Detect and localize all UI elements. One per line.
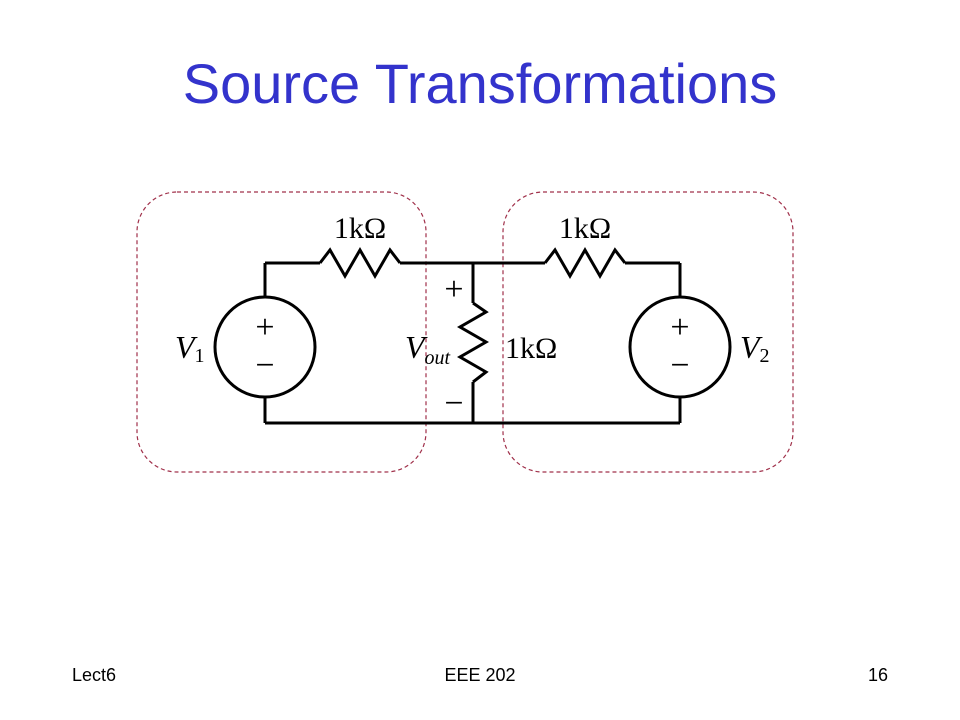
footer-page-number: 16 (867, 665, 888, 685)
slide-title: Source Transformations (182, 52, 778, 115)
source2-plus: + (670, 309, 689, 346)
source2-label: V2 (740, 329, 770, 367)
right-source-group-outline (502, 191, 794, 473)
source2-name: V (740, 329, 763, 365)
source1-label: V1 (175, 329, 205, 367)
source2-minus: − (670, 347, 689, 384)
source1-plus: + (255, 309, 274, 346)
right-resistor (543, 246, 627, 280)
output-subscript: out (425, 347, 451, 369)
output-minus: − (444, 385, 463, 422)
left-resistor (318, 246, 402, 280)
source1-subscript: 1 (195, 345, 205, 367)
footer-lecture: Lect6 (72, 665, 117, 685)
voltage-source-2 (628, 295, 732, 399)
middle-resistor (456, 301, 490, 384)
output-voltage-label: Vout (405, 329, 451, 369)
left-source-group-outline (136, 191, 427, 473)
middle-resistor-label: 1kΩ (505, 332, 557, 365)
right-resistor-label: 1kΩ (559, 212, 611, 245)
footer-course: EEE 202 (444, 665, 516, 685)
source1-minus: − (255, 347, 274, 384)
source2-subscript: 2 (760, 345, 770, 367)
source1-name: V (175, 329, 198, 365)
voltage-source-1 (213, 295, 317, 399)
output-plus: + (444, 271, 463, 308)
left-resistor-label: 1kΩ (334, 212, 386, 245)
output-name: V (405, 329, 428, 365)
